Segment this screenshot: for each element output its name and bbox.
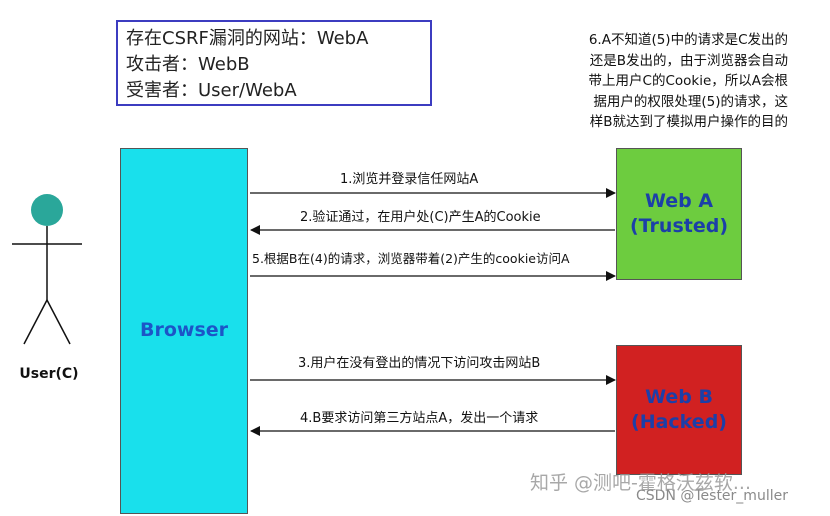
step3-label: 3.用户在没有登出的情况下访问攻击网站B xyxy=(298,356,541,371)
user-figure-icon xyxy=(12,194,82,345)
info-box: 存在CSRF漏洞的网站：WebA 攻击者：WebB 受害者：User/WebA xyxy=(116,20,432,106)
web-b-sublabel: (Hacked) xyxy=(631,411,727,433)
info-vulnerable-site: 存在CSRF漏洞的网站：WebA xyxy=(126,28,369,49)
zhihu-watermark: 知乎 @测吧-霍格沃兹软... xyxy=(530,472,752,494)
web-b-label: Web B xyxy=(645,386,713,408)
note-line: 据用户的权限处理(5)的请求，这 xyxy=(593,93,788,110)
step5-label: 5.根据B在(4)的请求，浏览器带着(2)产生的cookie访问A xyxy=(252,251,570,266)
note-line: 6.A不知道(5)中的请求是C发出的 xyxy=(588,32,788,48)
step2-label: 2.验证通过，在用户处(C)产生A的Cookie xyxy=(300,210,541,225)
web-a-sublabel: (Trusted) xyxy=(629,215,728,237)
web-a-box: Web A (Trusted) xyxy=(616,148,742,280)
web-b-box: Web B (Hacked) xyxy=(616,345,742,475)
csdn-watermark: CSDN @Tester_muller xyxy=(636,488,788,504)
step1-label: 1.浏览并登录信任网站A xyxy=(340,172,479,187)
browser-label: Browser xyxy=(139,319,229,341)
user-label: User(C) xyxy=(19,366,79,382)
web-a-label: Web A xyxy=(644,190,714,212)
note-line: 带上用户C的Cookie，所以A会根 xyxy=(588,73,788,89)
explanation-note: 6.A不知道(5)中的请求是C发出的 还是B发出的，由于浏览器会自动 带上用户C… xyxy=(548,30,788,133)
note-line: 还是B发出的，由于浏览器会自动 xyxy=(589,52,788,69)
step4-label: 4.B要求访问第三方站点A，发出一个请求 xyxy=(300,411,539,426)
info-attacker: 攻击者：WebB xyxy=(126,54,250,75)
note-line: 样B就达到了模拟用户操作的目的 xyxy=(589,114,788,130)
browser-box: Browser xyxy=(120,148,248,514)
info-victim: 受害者：User/WebA xyxy=(126,80,297,101)
